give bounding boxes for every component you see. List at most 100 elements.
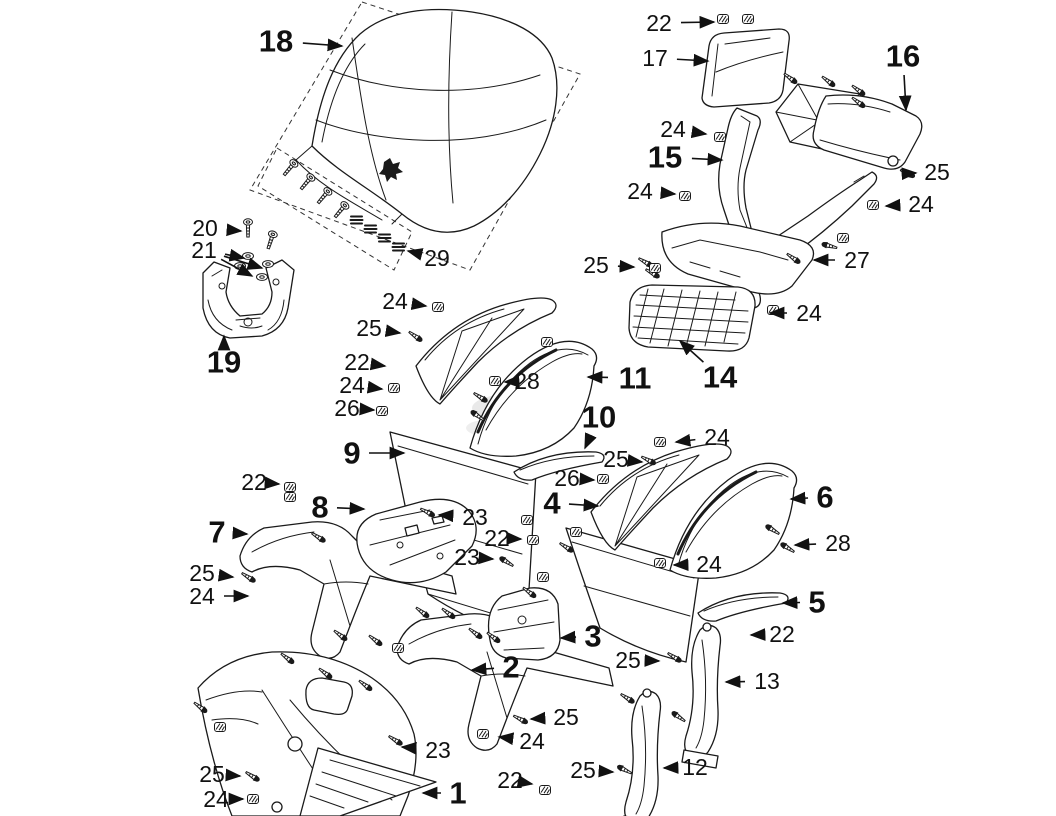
callout-number: 24	[189, 583, 215, 609]
part-1-front-shield	[197, 651, 437, 816]
screw-icon	[240, 570, 257, 585]
leader-arrow	[676, 53, 710, 67]
clip-icon	[477, 729, 489, 739]
callout-number: 23	[425, 737, 451, 763]
screw-icon	[820, 74, 837, 89]
screw-icon	[414, 605, 431, 620]
clip-icon	[537, 572, 549, 582]
callout-24: 24	[884, 191, 934, 217]
callout-25: 25	[615, 647, 661, 673]
callout-number: 8	[311, 490, 328, 525]
callout-24: 24	[674, 424, 730, 450]
callout-number: 25	[924, 159, 950, 185]
callout-24: 24	[382, 288, 428, 314]
callout-22: 22	[749, 621, 795, 647]
leader-arrow	[369, 357, 387, 371]
callout-number: 27	[844, 247, 870, 273]
rivet-stack-icon	[363, 224, 378, 234]
leader-arrow	[660, 186, 677, 200]
leader-arrow	[793, 537, 817, 551]
washer-icon	[256, 273, 268, 281]
callout-number: 28	[825, 530, 851, 556]
clip-icon	[717, 14, 729, 24]
callout-number: 18	[259, 24, 293, 59]
leader-arrow	[400, 741, 417, 755]
callout-number: 25	[570, 757, 596, 783]
callout-24: 24	[627, 178, 677, 204]
callout-number: 3	[584, 619, 601, 654]
callout-number: 24	[627, 178, 653, 204]
leader-arrow	[406, 248, 424, 261]
clip-icon	[392, 643, 404, 653]
clip-icon	[432, 302, 444, 312]
callout-number: 28	[514, 368, 540, 394]
callout-24: 24	[660, 116, 708, 142]
screw-icon	[619, 691, 636, 706]
callout-number: 29	[424, 245, 450, 271]
washer-icon	[234, 262, 246, 270]
part-3-bracket-cluster	[487, 587, 561, 661]
callout-22: 22	[344, 349, 387, 375]
leader-arrow	[781, 596, 801, 609]
leader-arrow	[224, 248, 246, 262]
callout-1: 1	[421, 776, 467, 811]
callout-number: 4	[543, 486, 561, 521]
callout-6: 6	[789, 480, 834, 515]
clip-icon	[539, 785, 551, 795]
clip-icon	[679, 191, 691, 201]
callout-24: 24	[672, 551, 722, 577]
leader-arrow	[410, 297, 428, 311]
leader-arrow	[529, 711, 546, 725]
clip-icon	[742, 14, 754, 24]
callout-3: 3	[559, 619, 602, 654]
callout-12: 12	[662, 754, 708, 780]
leader-arrow	[223, 255, 264, 270]
callout-23: 23	[437, 504, 488, 530]
screw-icon	[779, 540, 796, 555]
screw-icon	[615, 763, 633, 776]
leader-arrow	[470, 662, 495, 676]
callout-number: 23	[454, 544, 480, 570]
rivet-stack-icon	[349, 215, 364, 225]
part-4-side-panel	[565, 527, 701, 663]
callout-number: 10	[582, 400, 616, 435]
screw-icon	[407, 329, 424, 344]
part-18-group	[249, 1, 581, 271]
callout-24: 24	[339, 372, 384, 398]
clip-icon	[654, 558, 666, 568]
screw-icon	[820, 240, 838, 251]
callout-26: 26	[334, 395, 376, 421]
callout-24: 24	[203, 786, 245, 812]
leader-arrow	[674, 433, 696, 447]
part-17-cover	[701, 28, 790, 108]
part-18-windscreen	[295, 8, 558, 233]
leader-arrow	[568, 498, 600, 512]
leader-arrow	[898, 74, 912, 112]
callout-26: 26	[554, 465, 596, 491]
washer-icon	[262, 260, 274, 268]
callout-number: 22	[769, 621, 795, 647]
callout-number: 24	[519, 728, 545, 754]
callout-number: 15	[648, 140, 682, 175]
callout-28: 28	[503, 368, 540, 394]
callout-number: 11	[619, 361, 652, 396]
clip-icon	[714, 132, 726, 142]
callout-number: 24	[660, 116, 686, 142]
callout-25: 25	[583, 252, 636, 278]
part-lower-cowl	[661, 222, 815, 295]
callout-9: 9	[343, 436, 406, 471]
callout-27: 27	[812, 247, 870, 273]
rivet-stack-icon	[391, 242, 406, 252]
callout-number: 25	[615, 647, 641, 673]
clip-icon	[527, 535, 539, 545]
callout-number: 21	[191, 237, 217, 263]
screw-icon	[899, 167, 917, 180]
callout-16: 16	[886, 39, 920, 112]
callout-25: 25	[356, 315, 402, 341]
part-14-grille	[628, 284, 756, 352]
clip-icon	[521, 515, 533, 525]
callout-7: 7	[208, 515, 249, 550]
washer-icon	[242, 252, 254, 260]
leader-arrow	[437, 509, 454, 523]
callout-number: 24	[908, 191, 934, 217]
